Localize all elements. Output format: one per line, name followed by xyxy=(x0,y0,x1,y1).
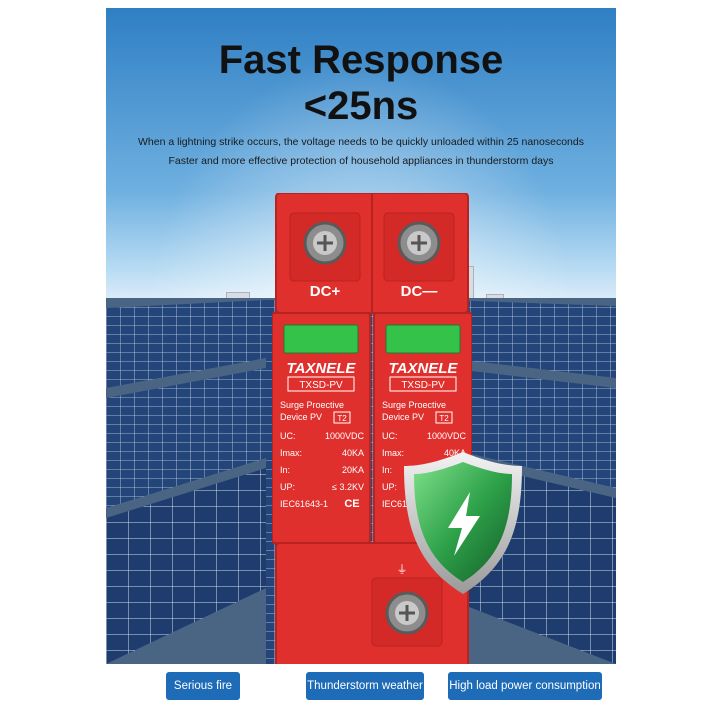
terminal-label-dc-minus: DC— xyxy=(401,283,438,300)
uc-label-left: UC: xyxy=(280,431,296,441)
badge-thunderstorm-weather: Thunderstorm weather xyxy=(306,672,424,700)
subtitle-line-2: Faster and more effective protection of … xyxy=(168,155,554,167)
in-label-left: In: xyxy=(280,465,290,475)
shield-icon xyxy=(404,452,522,594)
ground-symbol-icon: ⏚ xyxy=(397,563,408,576)
in-label-right: In: xyxy=(382,465,392,475)
imax-value-left: 40KA xyxy=(342,448,364,458)
imax-value-right: 40KA xyxy=(444,448,466,458)
status-window-right xyxy=(385,324,461,354)
terminal-label-dc-plus: DC+ xyxy=(310,283,341,300)
terminal-screw-left xyxy=(303,221,347,265)
headline-line-2: <25ns xyxy=(303,84,419,128)
module-left: TAXNELE TXSD-PV Surge Proective Device P… xyxy=(280,324,365,510)
model-label-right: TXSD-PV xyxy=(401,380,445,391)
status-window-left xyxy=(283,324,359,354)
brand-logo-left: TAXNELE xyxy=(287,360,357,377)
hero-poster: Fast Response <25ns When a lightning str… xyxy=(106,8,616,664)
lightning-bolt-icon xyxy=(448,492,480,556)
standard-label-left: IEC61643-1 xyxy=(280,499,328,509)
up-label-right: UP: xyxy=(382,482,397,492)
uc-label-right: UC: xyxy=(382,431,398,441)
standard-label-right: IEC61643-1 xyxy=(382,499,430,509)
terminal-screw-bottom xyxy=(385,591,429,635)
imax-label-right: Imax: xyxy=(382,448,404,458)
uc-value-left: 1000VDC xyxy=(325,431,365,441)
feature-badges: Serious fire Thunderstorm weather High l… xyxy=(0,672,720,700)
ce-mark-icon: CE xyxy=(344,498,359,510)
imax-label-left: Imax: xyxy=(280,448,302,458)
model-label-left: TXSD-PV xyxy=(299,380,343,391)
badge-serious-fire: Serious fire xyxy=(166,672,240,700)
terminal-screw-right xyxy=(397,221,441,265)
up-value-left: ≤ 3.2KV xyxy=(332,482,364,492)
desc-line1-left: Surge Proective xyxy=(280,400,344,410)
type-badge-right: T2 xyxy=(439,414,449,423)
up-label-left: UP: xyxy=(280,482,295,492)
headline-line-1: Fast Response xyxy=(218,38,504,82)
type-badge-left: T2 xyxy=(337,414,347,423)
desc-line2-left: Device PV xyxy=(280,412,322,422)
uc-value-right: 1000VDC xyxy=(427,431,467,441)
subtitle-line-1: When a lightning strike occurs, the volt… xyxy=(138,136,584,148)
badge-high-load: High load power consumption xyxy=(448,672,602,700)
in-value-left: 20KA xyxy=(342,465,364,475)
desc-line1-right: Surge Proective xyxy=(382,400,446,410)
desc-line2-right: Device PV xyxy=(382,412,424,422)
brand-logo-right: TAXNELE xyxy=(389,360,459,377)
